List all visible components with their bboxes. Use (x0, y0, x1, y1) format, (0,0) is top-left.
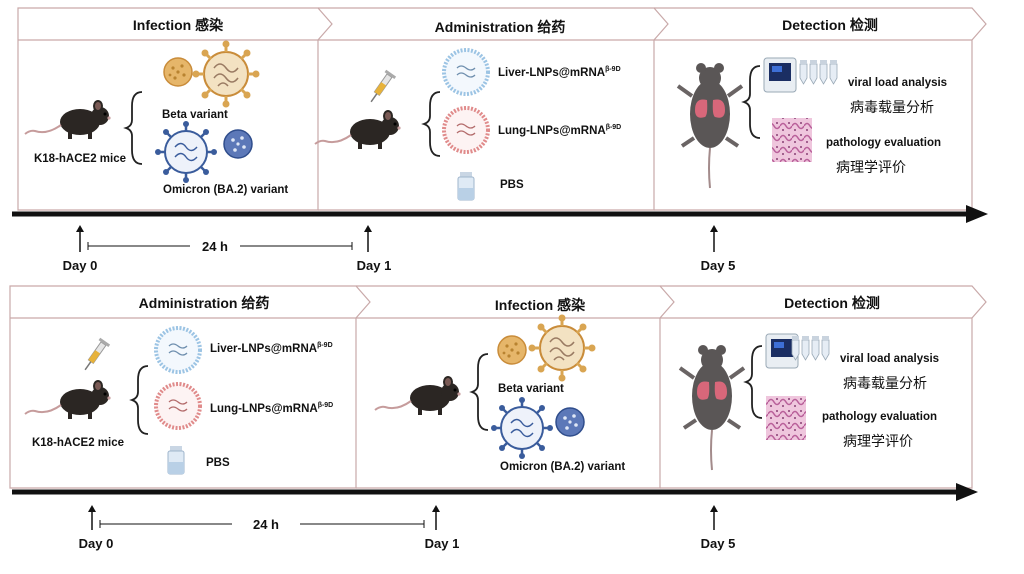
sample-tubes-icon (791, 335, 830, 361)
pathology-label: pathology evaluation (822, 411, 937, 423)
mouse-label: K18-hACE2 mice (32, 437, 124, 449)
day0-label: Day 0 (79, 536, 114, 551)
syringe-icon (365, 68, 397, 107)
day1-label: Day 1 (425, 536, 460, 551)
bottom-panel-administration (9, 285, 371, 489)
mouse-icon (24, 379, 112, 420)
viral-load-label: viral load analysis (848, 77, 947, 89)
liver-lnp-icon (442, 48, 490, 96)
bottom-detection-title: Detection 检测 (784, 295, 880, 311)
brace-icon (741, 65, 761, 139)
day5-label: Day 5 (701, 258, 736, 273)
top-panel-administration (318, 7, 669, 211)
bottom-panels (9, 285, 987, 489)
liver-lnp-icon (154, 326, 202, 374)
pbs-label: PBS (500, 179, 524, 191)
analyzer-icon (763, 57, 797, 93)
brace-icon (421, 91, 441, 157)
brace-icon (123, 91, 143, 165)
day1-label: Day 1 (357, 258, 392, 273)
mouse-lungs-icon (676, 61, 744, 190)
pathology-label: pathology evaluation (826, 137, 941, 149)
mouse-icon (314, 109, 402, 150)
omicron-variant-small-icon (223, 129, 253, 159)
omicron-label: Omicron (BA.2) variant (163, 184, 288, 196)
pbs-vial-icon (457, 171, 475, 201)
top-administration-title: Administration 给药 (435, 19, 566, 35)
lung-lnp-label: Lung-LNPs@mRNAβ-9D (210, 402, 333, 415)
mouse-icon (24, 99, 112, 140)
top-row: Infection 感染 Administration 给药 Detection… (12, 7, 988, 273)
tissue-section-icon (772, 118, 812, 162)
syringe-icon (79, 336, 111, 375)
day0-label: Day 0 (63, 258, 98, 273)
pbs-label: PBS (206, 457, 230, 469)
top-panel-detection (654, 7, 987, 211)
brace-icon (743, 345, 763, 419)
mouse-lungs-icon (678, 343, 746, 472)
pathology-cn-label: 病理学评价 (843, 433, 913, 449)
top-infection-title: Infection 感染 (133, 17, 224, 33)
top-panels (17, 7, 987, 211)
beta-variant-small-icon (163, 57, 193, 87)
beta-label: Beta variant (498, 383, 564, 395)
omicron-label: Omicron (BA.2) variant (500, 461, 625, 473)
interval-label: 24 h (253, 517, 279, 532)
mouse-icon (374, 375, 462, 416)
beta-variant-small-icon (497, 335, 527, 365)
top-detection-title: Detection 检测 (782, 17, 878, 33)
day5-label: Day 5 (701, 536, 736, 551)
liver-lnp-label: Liver-LNPs@mRNAβ-9D (498, 66, 621, 79)
bottom-row: Administration 给药 Infection 感染 Detection… (9, 285, 987, 551)
brace-icon (129, 365, 149, 435)
pathology-cn-label: 病理学评价 (836, 159, 906, 175)
omicron-variant-small-icon (555, 407, 585, 437)
tissue-section-icon (766, 396, 806, 440)
bottom-timeline (12, 483, 978, 530)
brace-icon (469, 353, 489, 431)
top-timeline (12, 205, 988, 252)
liver-lnp-label: Liver-LNPs@mRNAβ-9D (210, 342, 333, 355)
interval-label: 24 h (202, 239, 228, 254)
viral-load-cn-label: 病毒载量分析 (850, 99, 934, 115)
bottom-infection-title: Infection 感染 (495, 297, 586, 313)
lung-lnp-icon (154, 382, 202, 430)
viral-load-label: viral load analysis (840, 353, 939, 365)
omicron-variant-icon (489, 395, 555, 461)
pbs-vial-icon (167, 445, 185, 475)
bottom-administration-title: Administration 给药 (139, 295, 270, 311)
beta-label: Beta variant (162, 109, 228, 121)
bottom-panel-infection (356, 285, 675, 489)
lung-lnp-icon (442, 106, 490, 154)
omicron-variant-icon (153, 119, 219, 185)
sample-tubes-icon (799, 59, 838, 85)
beta-variant-icon (527, 313, 597, 383)
bottom-panel-detection (660, 285, 987, 489)
beta-variant-icon (191, 39, 261, 109)
lung-lnp-label: Lung-LNPs@mRNAβ-9D (498, 124, 621, 137)
mouse-label: K18-hACE2 mice (34, 153, 126, 165)
viral-load-cn-label: 病毒载量分析 (843, 375, 927, 391)
